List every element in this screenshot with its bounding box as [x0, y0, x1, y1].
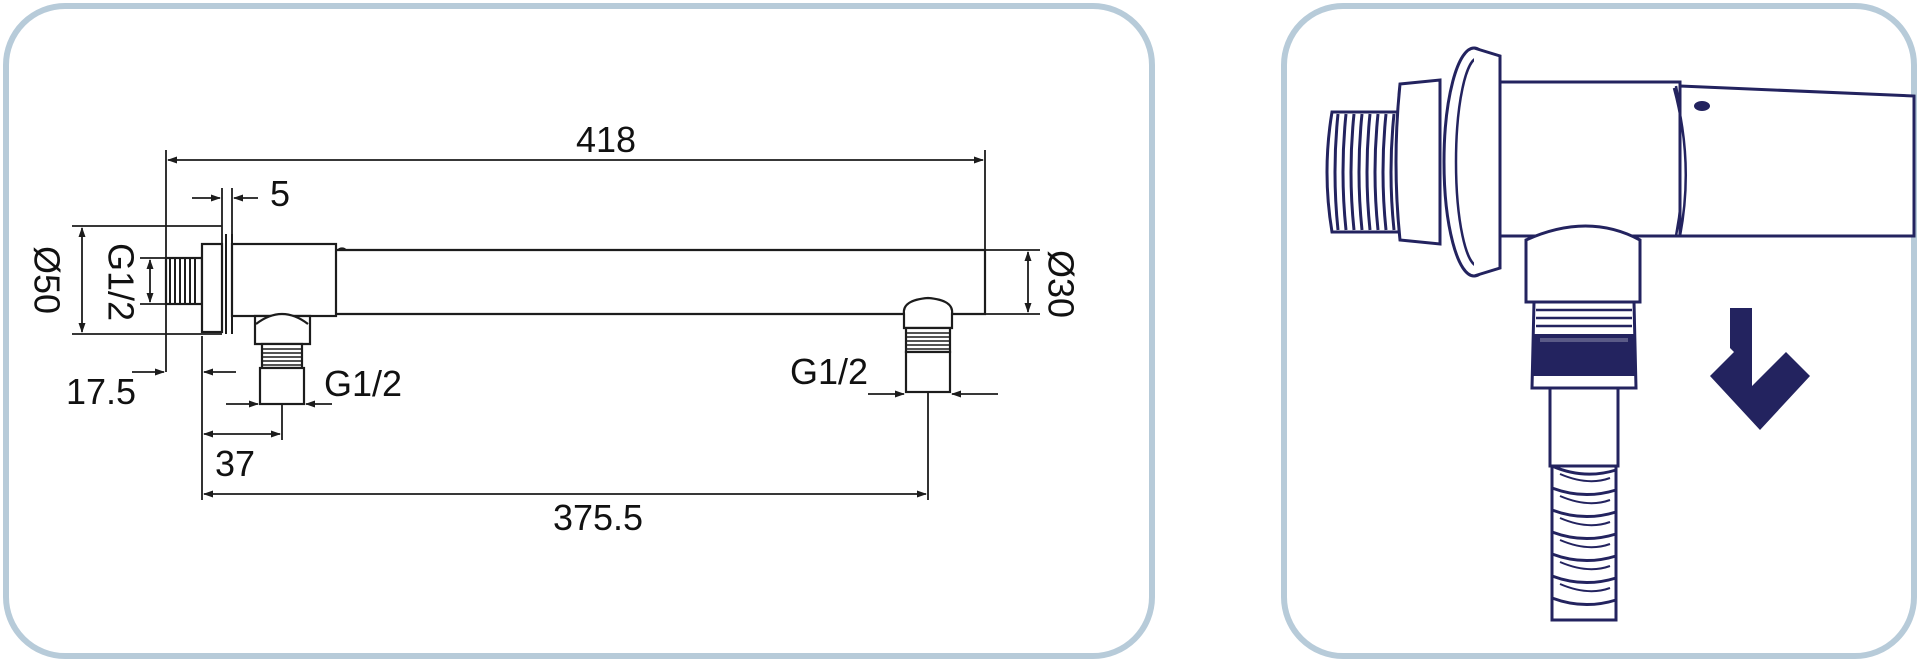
spiral-hose: [1550, 464, 1618, 622]
wall-flange: [200, 242, 224, 334]
outlet-right-nut: [902, 296, 954, 330]
arm-pipe-3d: [1678, 84, 1916, 238]
outlet-right-stem: [904, 350, 952, 394]
dim-wall-thread: G1/2: [100, 243, 141, 321]
elbow-housing: [230, 242, 338, 318]
hose-ferrule: [1548, 386, 1620, 468]
dim-pipe-diameter: Ø30: [1040, 250, 1081, 318]
flange-disc: [1442, 46, 1506, 278]
dim-flange-diameter: Ø50: [26, 246, 67, 314]
dim-outlet-thread-left: G1/2: [324, 363, 402, 404]
arm-pipe: [336, 248, 987, 316]
thread-stub: [1325, 110, 1402, 234]
outlet-left-stem: [258, 366, 306, 406]
arrow-down-icon: [1710, 308, 1810, 430]
dimension-lines: [72, 150, 1040, 500]
dim-outlet-spacing: 375.5: [553, 497, 643, 538]
dim-outlet-thread-right: G1/2: [790, 351, 868, 392]
collar: [1394, 78, 1442, 246]
shower-arm-body: [164, 234, 987, 406]
dim-wall-offset: 17.5: [66, 371, 136, 412]
dimension-labels: 418 5 Ø50 G1/2 17.5 G1/2 37 375.5 G1/2 Ø…: [26, 119, 1081, 538]
dim-outlet-offset: 37: [215, 443, 255, 484]
outlet-housing: [1524, 224, 1642, 304]
technical-drawing-panel: [3, 3, 1155, 659]
dim-flange-thickness: 5: [270, 173, 290, 214]
elbow-body: [1498, 80, 1682, 238]
installation-illustration: [1325, 46, 1916, 622]
dim-total-length: 418: [576, 119, 636, 160]
